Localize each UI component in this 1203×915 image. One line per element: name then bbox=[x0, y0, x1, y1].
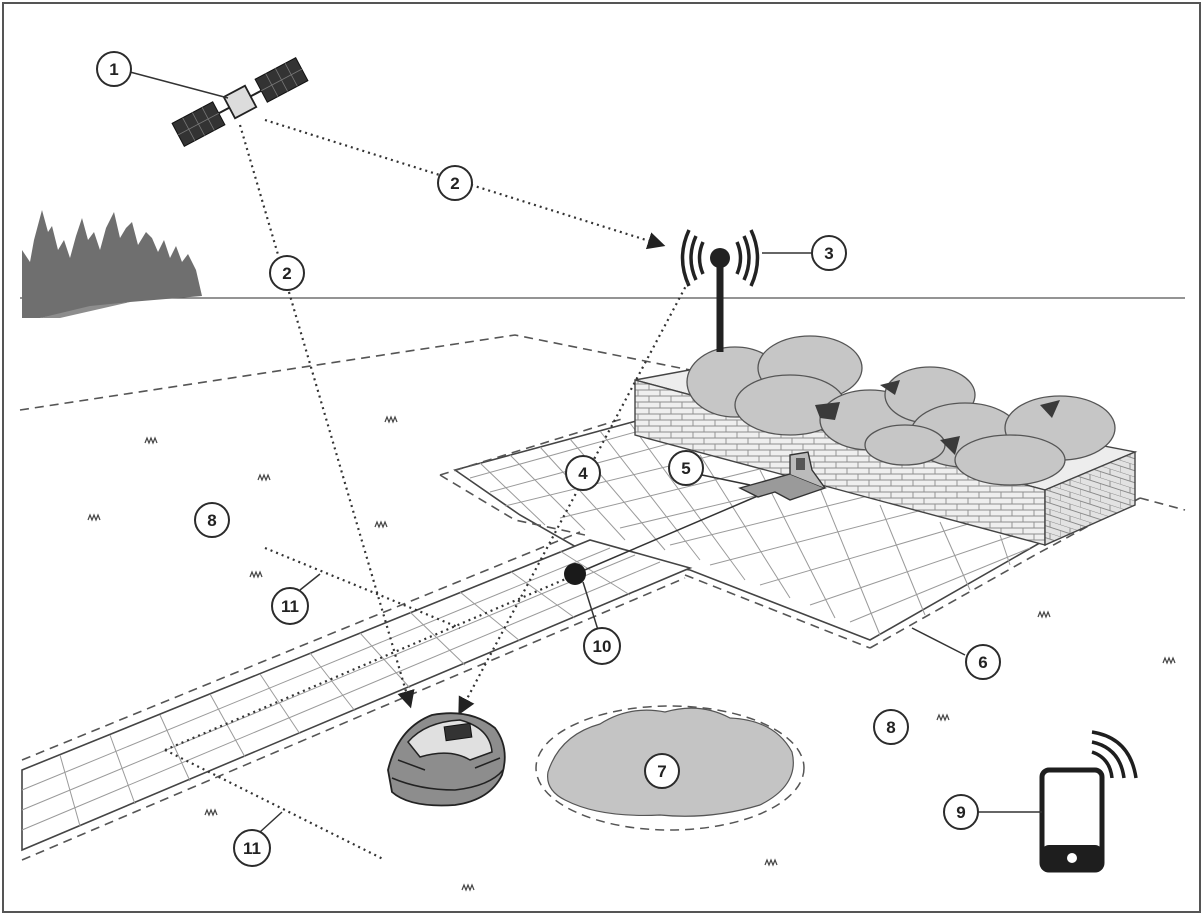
callout-9-label: 9 bbox=[956, 803, 965, 822]
callout-7: 7 bbox=[644, 753, 680, 789]
leader-6 bbox=[911, 627, 966, 656]
callout-7-label: 7 bbox=[657, 762, 666, 781]
guide-wire-dotted-bottom bbox=[164, 749, 386, 861]
grass-tufts bbox=[87, 415, 1176, 892]
bush-shadows bbox=[815, 380, 1060, 455]
mower-icon bbox=[387, 712, 506, 807]
leader-1 bbox=[129, 71, 229, 99]
callout-10: 10 bbox=[583, 627, 621, 665]
callout-4-label: 4 bbox=[578, 464, 588, 483]
antenna-icon bbox=[680, 229, 760, 352]
callout-1: 1 bbox=[96, 51, 132, 87]
callout-8a: 8 bbox=[194, 502, 230, 538]
patio bbox=[439, 417, 1048, 649]
charging-station-icon bbox=[738, 451, 828, 501]
callout-3-label: 3 bbox=[824, 244, 833, 263]
callout-9: 9 bbox=[943, 794, 979, 830]
callout-3: 3 bbox=[811, 235, 847, 271]
guide-wire-line bbox=[579, 494, 761, 573]
leader-10 bbox=[582, 581, 599, 631]
callout-11b: 11 bbox=[233, 829, 271, 867]
callout-8b-label: 8 bbox=[886, 718, 895, 737]
walkway bbox=[21, 531, 693, 861]
guide-wire-dotted-top bbox=[264, 546, 461, 630]
callout-2b: 2 bbox=[269, 255, 305, 291]
callout-10-label: 10 bbox=[593, 637, 612, 656]
satellite-icon bbox=[171, 56, 309, 148]
callout-4: 4 bbox=[565, 455, 601, 491]
callout-1-label: 1 bbox=[109, 60, 118, 79]
callout-11b-label: 11 bbox=[243, 839, 261, 858]
tree-line-icon bbox=[22, 210, 202, 318]
bushes bbox=[686, 335, 1116, 486]
callout-6-label: 6 bbox=[978, 653, 987, 672]
callout-2a: 2 bbox=[437, 165, 473, 201]
callout-11a: 11 bbox=[271, 587, 309, 625]
callout-8a-label: 8 bbox=[207, 511, 216, 530]
leader-5 bbox=[701, 474, 751, 486]
callout-2a-label: 2 bbox=[450, 174, 459, 193]
callout-5-label: 5 bbox=[681, 459, 690, 478]
boundary-right bbox=[1139, 497, 1186, 511]
callout-5: 5 bbox=[668, 450, 704, 486]
callout-8b: 8 bbox=[873, 709, 909, 745]
boundary-back bbox=[19, 334, 701, 411]
callout-6: 6 bbox=[965, 644, 1001, 680]
leader-11b bbox=[259, 811, 283, 833]
smartphone-icon bbox=[1039, 730, 1138, 873]
guide-wire-dotted-path bbox=[164, 573, 576, 752]
leader-11a bbox=[299, 573, 321, 591]
callout-2b-label: 2 bbox=[282, 264, 291, 283]
wire-connector bbox=[564, 563, 586, 585]
callout-11a-label: 11 bbox=[281, 597, 299, 616]
boundary-patio-right bbox=[869, 497, 1141, 649]
